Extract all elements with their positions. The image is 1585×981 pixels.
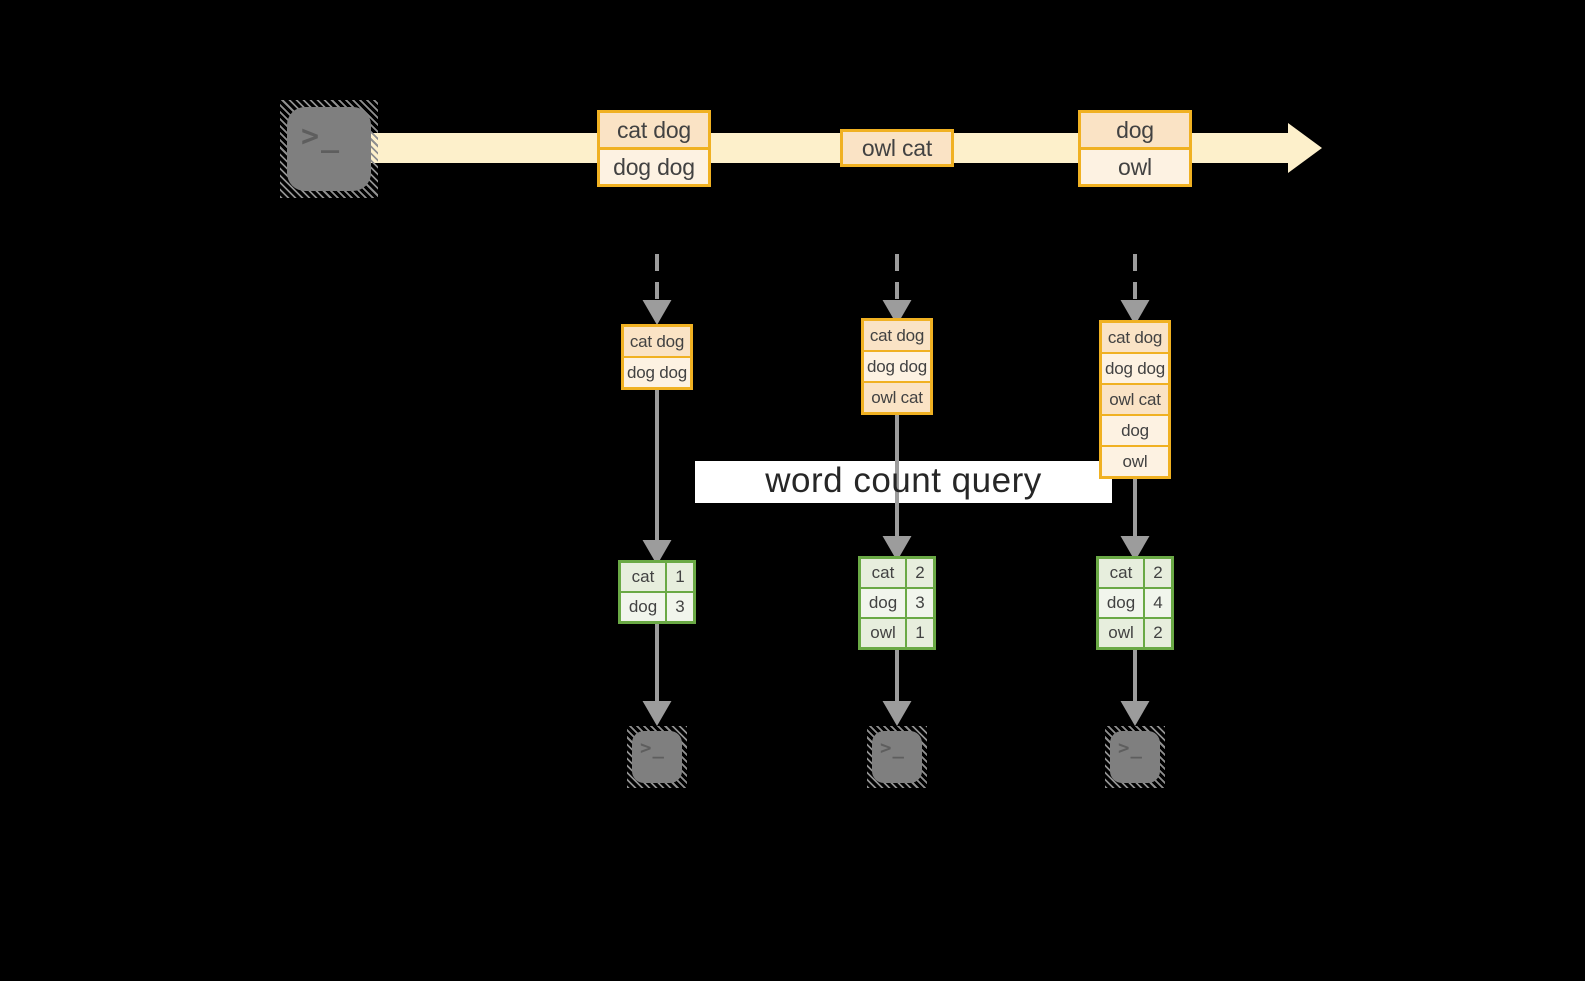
state-text: dog dog [1104,358,1166,378]
stream-event-3: dog owl [1078,110,1192,187]
state-text: cat dog [629,331,685,351]
count-word: cat [621,563,665,591]
state-text: cat dog [869,325,925,345]
state-row: owl cat [864,381,930,412]
event-text: dog [1116,116,1154,143]
stream-event-3-row: owl [1081,147,1189,184]
state-text: dog [1121,420,1149,440]
terminal-prompt-icon: >_ [1118,737,1143,759]
event-text: dog dog [613,153,695,180]
query-arrow-3-head [1120,536,1150,561]
output-terminal-icon-2: >_ [867,726,927,788]
count-value: 1 [667,563,693,591]
state-row: cat dog [624,327,690,356]
state-text: cat dog [1107,327,1163,347]
state-text: owl cat [871,387,923,407]
state-row: owl [1102,445,1168,476]
count-value: 1 [907,619,933,647]
state-row: dog dog [864,350,930,381]
dashed-arrow-2-head [882,300,912,325]
count-word: owl [861,619,905,647]
terminal-prompt-icon: >_ [640,737,665,759]
query-arrow-2-head [882,536,912,561]
stream-event-1: cat dog dog dog [597,110,711,187]
stream-event-1-row: dog dog [600,147,708,184]
count-value: 2 [907,559,933,587]
state-row: cat dog [864,321,930,350]
state-row: dog dog [1102,352,1168,383]
count-table-2: cat 2 dog 3 owl 1 [858,556,936,650]
output-terminal-icon-3: >_ [1105,726,1165,788]
source-terminal-screen: >_ [287,107,371,191]
output-arrow-2-head [882,701,912,726]
query-arrow-1-head [642,540,672,565]
terminal-prompt-icon: >_ [301,119,342,154]
event-text: owl cat [861,134,933,161]
state-snapshot-2: cat dog dog dog owl cat [861,318,933,415]
count-table-1: cat 1 dog 3 [618,560,696,624]
state-snapshot-1: cat dog dog dog [621,324,693,390]
source-terminal-icon: >_ [280,100,378,198]
count-table-3: cat 2 dog 4 owl 2 [1096,556,1174,650]
output-arrow-3-head [1120,701,1150,726]
count-word: owl [1099,619,1143,647]
output-terminal-screen: >_ [632,731,682,783]
query-band [695,461,1112,503]
state-text: dog dog [626,362,688,382]
count-value: 2 [1145,619,1171,647]
state-row: cat dog [1102,323,1168,352]
count-word: cat [861,559,905,587]
stream-event-2-row: owl cat [843,132,951,164]
stream-event-2: owl cat [840,129,954,167]
count-word: cat [1099,559,1143,587]
count-value: 2 [1145,559,1171,587]
count-word: dog [1099,589,1143,617]
stream-event-3-row: dog [1081,113,1189,147]
dashed-arrow-1-head [642,300,672,325]
count-value: 3 [907,589,933,617]
dashed-arrow-3-head [1120,300,1150,325]
output-terminal-screen: >_ [872,731,922,783]
event-text: cat dog [616,116,692,143]
state-snapshot-3: cat dog dog dog owl cat dog owl [1099,320,1171,479]
output-terminal-icon-1: >_ [627,726,687,788]
count-word: dog [621,593,665,621]
state-row: dog dog [624,356,690,387]
output-arrow-1-head [642,701,672,726]
state-text: owl cat [1109,389,1161,409]
state-text: owl [1122,451,1148,471]
event-text: owl [1118,153,1152,180]
count-word: dog [861,589,905,617]
count-value: 3 [667,593,693,621]
state-row: dog [1102,414,1168,445]
terminal-prompt-icon: >_ [880,737,905,759]
count-value: 4 [1145,589,1171,617]
stream-event-1-row: cat dog [600,113,708,147]
state-text: dog dog [866,356,928,376]
state-row: owl cat [1102,383,1168,414]
query-label: word count query [765,461,1042,500]
output-terminal-screen: >_ [1110,731,1160,783]
